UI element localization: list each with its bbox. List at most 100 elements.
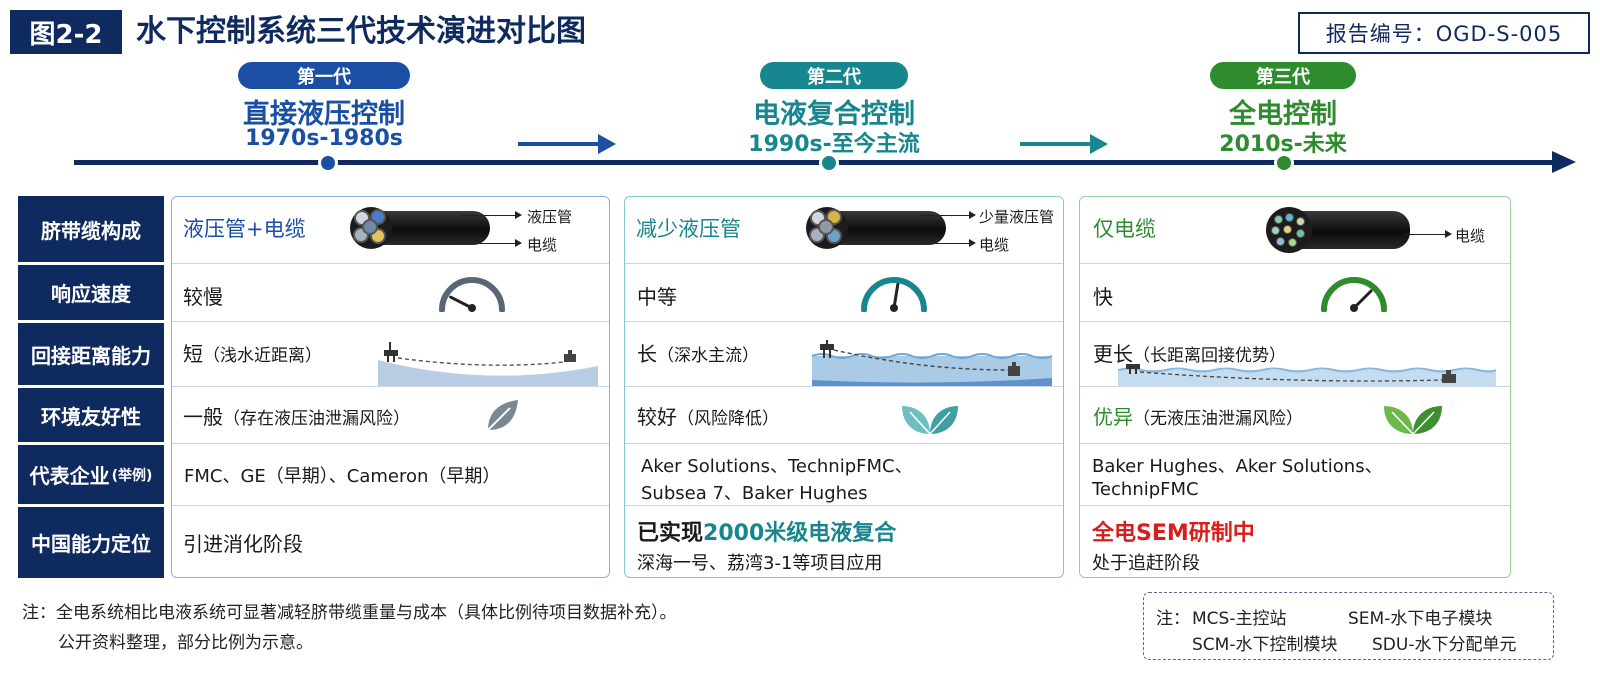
divider [625, 321, 1063, 322]
gen2-years: 1990s-至今主流 [748, 132, 920, 157]
footnote-line1: 注：全电系统相比电液系统可显著减轻脐带缆重量与成本（具体比例待项目数据补充）。 [22, 603, 677, 623]
gen3-column [1079, 196, 1511, 578]
umbilical-cable-icon [350, 207, 490, 249]
gen1-tieback-note: （浅水近距离） [203, 346, 322, 366]
callout-line [460, 211, 522, 219]
gen2-china-plain: 已实现 [637, 521, 704, 546]
gen2-badge: 第二代 [760, 62, 908, 89]
gen1-env-note: （存在液压油泄漏风险） [223, 409, 410, 429]
gen2-callout-hydraulic: 少量液压管 [979, 208, 1055, 226]
legend-prefix: 注： [1156, 609, 1190, 629]
report-number: 报告编号：OGD-S-005 [1298, 12, 1590, 54]
gen1-env-text: 一般（存在液压油泄漏风险） [183, 401, 410, 430]
divider [625, 386, 1063, 387]
gen2-timeline-dot [819, 153, 839, 173]
gen1-response-text: 较慢 [183, 285, 223, 309]
divider [172, 505, 609, 506]
row-label-companies-text: 代表企业 [29, 464, 110, 488]
gen1-badge: 第一代 [238, 62, 410, 89]
gen2-tieback-text: 长（深水主流） [637, 338, 759, 367]
divider [1080, 263, 1510, 264]
gen3-env-note: （无液压油泄漏风险） [1133, 409, 1303, 429]
legend-sdu: SDU-水下分配单元 [1372, 635, 1517, 655]
timeline-arrowhead [1552, 151, 1576, 173]
gen1-callout-hydraulic: 液压管 [527, 208, 573, 226]
gen3-tieback-note: （长距离回接优势） [1133, 346, 1286, 366]
subsea-tieback-scene [1118, 364, 1496, 386]
gen2-column [624, 196, 1064, 578]
divider [172, 386, 609, 387]
divider [625, 263, 1063, 264]
gen1-umbilical-text: 液压管+电缆 [183, 217, 306, 241]
gen2-env-note: （风险降低） [677, 409, 779, 429]
evolution-arrow-2 [1020, 134, 1108, 154]
gen3-tieback-text: 更长（长距离回接优势） [1093, 338, 1286, 367]
gen1-years: 1970s-1980s [245, 126, 403, 151]
gen2-companies-line1: Aker Solutions、TechnipFMC、 [641, 456, 913, 477]
legend-scm: SCM-水下控制模块 [1192, 635, 1338, 655]
umbilical-cable-icon [806, 207, 946, 249]
gen3-env-lead: 优异 [1093, 405, 1133, 429]
speed-gauge-icon [1321, 277, 1387, 312]
callout-line [918, 211, 976, 219]
gen3-companies-line2: TechnipFMC [1092, 479, 1199, 500]
subsea-tieback-scene [378, 342, 598, 386]
gen2-companies-line2: Subsea 7、Baker Hughes [641, 483, 868, 504]
gen3-callout-cable: 电缆 [1455, 227, 1486, 245]
gen2-china-highlight: 2000米级电液复合 [703, 521, 897, 546]
speed-gauge-icon [439, 277, 505, 312]
divider [172, 263, 609, 264]
divider [625, 443, 1063, 444]
gen1-callout-cable: 电缆 [527, 236, 558, 254]
gen2-name: 电液复合控制 [753, 99, 915, 130]
gen3-years: 2010s-未来 [1219, 132, 1347, 157]
gen1-timeline-dot [318, 153, 338, 173]
divider [172, 321, 609, 322]
gen3-china-line2: 处于追赶阶段 [1092, 553, 1200, 574]
divider [625, 505, 1063, 506]
abbreviation-legend [1143, 592, 1554, 660]
figure-label: 图2-2 [10, 10, 122, 54]
row-label-environment: 环境友好性 [18, 388, 164, 442]
gen2-china-line2: 深海一号、荔湾3-1等项目应用 [637, 553, 883, 574]
figure-title: 水下控制系统三代技术演进对比图 [136, 14, 586, 49]
gen2-env-text: 较好（风险降低） [637, 401, 779, 430]
row-label-umbilical: 脐带缆构成 [18, 196, 164, 262]
gen3-timeline-dot [1274, 153, 1294, 173]
gen1-china: 引进消化阶段 [183, 532, 303, 556]
callout-line [460, 239, 522, 247]
divider [1080, 443, 1510, 444]
gen3-badge: 第三代 [1210, 62, 1356, 89]
divider [1080, 386, 1510, 387]
gen3-name: 全电控制 [1229, 99, 1337, 130]
footnote-line2: 公开资料整理，部分比例为示意。 [58, 633, 313, 653]
divider [172, 443, 609, 444]
gen1-env-lead: 一般 [183, 405, 223, 429]
divider [1080, 321, 1510, 322]
gen2-env-lead: 较好 [637, 405, 677, 429]
gen1-companies: FMC、GE（早期）、Cameron（早期） [184, 466, 501, 487]
legend-sem: SEM-水下电子模块 [1348, 609, 1493, 629]
row-label-tieback: 回接距离能力 [18, 323, 164, 385]
row-label-companies: 代表企业(举例) [18, 445, 164, 504]
gen2-umbilical-text: 减少液压管 [636, 217, 741, 241]
gen2-china-line1: 已实现2000米级电液复合 [637, 515, 896, 547]
leaf-icon [487, 400, 518, 431]
gen3-env-text: 优异（无液压油泄漏风险） [1093, 401, 1303, 430]
subsea-tieback-scene [812, 340, 1052, 386]
gen2-response-text: 中等 [637, 285, 677, 309]
evolution-arrow-1 [518, 134, 616, 154]
gen3-response-text: 快 [1093, 285, 1113, 309]
gen1-column [171, 196, 610, 578]
gen1-tieback-text: 短（浅水近距离） [183, 338, 322, 367]
row-label-response: 响应速度 [18, 265, 164, 320]
row-label-companies-suffix: (举例) [111, 467, 153, 484]
callout-line [918, 239, 976, 247]
leaf-icon [1384, 406, 1442, 435]
callout-line [1404, 230, 1452, 238]
umbilical-cable-icon [1266, 207, 1410, 253]
gen2-callout-cable: 电缆 [979, 236, 1010, 254]
gen1-tieback-lead: 短 [183, 342, 203, 366]
gen3-companies-line1: Baker Hughes、Aker Solutions、 [1092, 456, 1383, 477]
leaf-icon [902, 406, 958, 435]
